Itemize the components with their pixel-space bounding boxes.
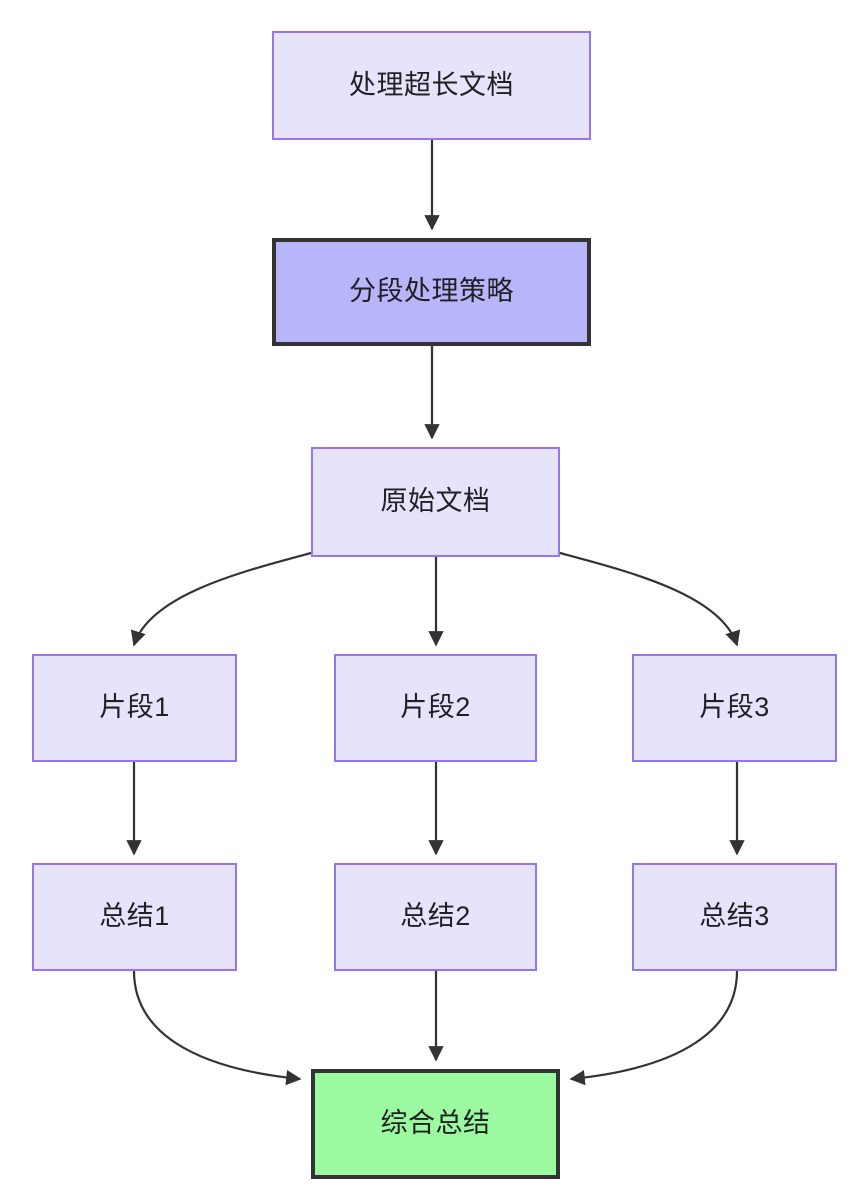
node-summary-2[interactable]: 总结2 (334, 863, 537, 971)
node-label: 分段处理策略 (349, 276, 514, 307)
node-label: 处理超长文档 (349, 69, 514, 100)
node-label: 总结1 (99, 901, 170, 932)
node-final-summary[interactable]: 综合总结 (311, 1069, 560, 1179)
node-original-document[interactable]: 原始文档 (311, 447, 560, 557)
node-label: 总结2 (400, 901, 471, 932)
node-label: 片段2 (400, 692, 471, 723)
node-chunk-2[interactable]: 片段2 (334, 654, 537, 762)
node-chunk-3[interactable]: 片段3 (632, 654, 837, 762)
node-summary-3[interactable]: 总结3 (632, 863, 837, 971)
node-label: 片段3 (699, 692, 770, 723)
node-chunking-strategy[interactable]: 分段处理策略 (272, 238, 591, 346)
node-label: 原始文档 (380, 486, 491, 517)
edge-n3-n6 (559, 551, 741, 647)
node-label: 总结3 (699, 901, 770, 932)
node-process-long-document[interactable]: 处理超长文档 (272, 31, 591, 140)
node-label: 片段1 (99, 692, 170, 723)
edge-n3-n4 (130, 551, 312, 647)
node-chunk-1[interactable]: 片段1 (32, 654, 237, 762)
edge-n9-n10 (569, 970, 739, 1086)
node-label: 综合总结 (380, 1108, 491, 1139)
node-summary-1[interactable]: 总结1 (32, 863, 237, 971)
edge-n7-n10 (132, 970, 302, 1086)
